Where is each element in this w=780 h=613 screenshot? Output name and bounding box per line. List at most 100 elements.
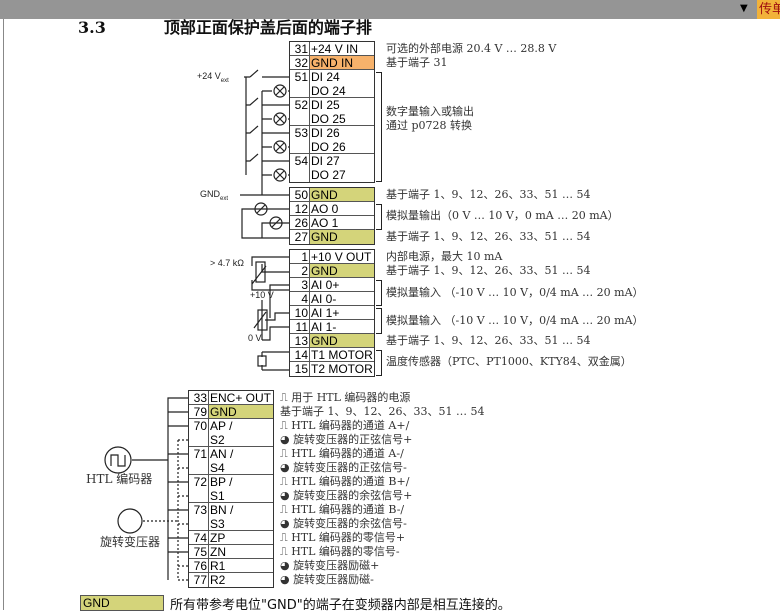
pulse-icon: ⎍ — [280, 503, 292, 516]
resistance-label: > 4.7 kΩ — [210, 258, 244, 268]
page-border — [3, 19, 4, 610]
pulse-icon: ⎍ — [280, 545, 292, 558]
description-text: 旋转变压器励磁+ — [293, 559, 380, 572]
terminal-row: DO 26 — [290, 140, 374, 154]
terminal-label: AI 0+ — [309, 278, 374, 292]
terminal-number: 75 — [193, 545, 207, 559]
terminal-number: 71 — [193, 447, 207, 461]
terminal-number: 50 — [294, 188, 308, 202]
terminal-description: 温度传感器（PTC、PT1000、KTY84、双金属） — [386, 355, 632, 368]
terminal-label: T2 MOTOR — [309, 362, 373, 376]
terminal-description: 通过 p0728 转换 — [386, 119, 473, 132]
terminal-label: R2 — [208, 573, 273, 587]
terminal-label: DO 25 — [309, 112, 374, 126]
terminal-description: ◕ 旋转变压器励磁+ — [280, 559, 379, 573]
terminal-number: 27 — [294, 230, 308, 244]
terminal-label: S2 — [208, 433, 273, 447]
terminal-number: 54 — [294, 154, 308, 168]
terminal-label: S1 — [208, 489, 273, 503]
terminal-row: S1 — [189, 489, 273, 503]
description-text: 旋转变压器的正弦信号+ — [293, 433, 413, 446]
terminal-number: 73 — [193, 503, 207, 517]
terminal-description: ⎍ HTL 编码器的零信号- — [280, 545, 400, 559]
terminal-label: GND — [309, 188, 374, 202]
terminal-row: 1+10 V OUT — [290, 250, 374, 264]
terminal-label: S4 — [208, 461, 273, 475]
terminal-number: 1 — [301, 250, 308, 264]
description-text: HTL 编码器的零信号- — [291, 545, 400, 558]
pulse-icon: ⎍ — [280, 419, 292, 432]
terminal-number: 51 — [294, 70, 308, 84]
terminal-description: 内部电源，最大 10 mA — [386, 250, 503, 263]
bracket — [376, 204, 382, 230]
terminal-number: 26 — [294, 216, 308, 230]
terminal-number: 53 — [294, 126, 308, 140]
terminal-label: AI 1+ — [309, 306, 374, 320]
pulse-icon: ⎍ — [280, 475, 292, 488]
terminal-label: +24 V IN — [309, 42, 374, 56]
terminal-label: DI 26 — [309, 126, 374, 140]
terminal-description: 模拟量输入 （-10 V … 10 V，0/4 mA … 20 mA） — [386, 314, 644, 327]
resolver-icon: ◕ — [280, 489, 294, 502]
terminal-description: ◕ 旋转变压器的正弦信号+ — [280, 433, 412, 447]
terminal-description: ◕ 旋转变压器的余弦信号+ — [280, 489, 412, 503]
terminal-description: 基于端子 31 — [386, 56, 448, 69]
terminal-label: ENC+ OUT — [208, 391, 272, 405]
pulse-icon: ⎍ — [280, 391, 292, 404]
terminal-description: ⎍ 用于 HTL 编码器的电源 — [280, 391, 410, 405]
terminal-row: DO 24 — [290, 84, 374, 98]
description-text: 旋转变压器的余弦信号- — [293, 517, 407, 530]
terminal-description: ◕ 旋转变压器的余弦信号- — [280, 517, 407, 531]
dropdown-arrow-icon[interactable]: ▼ — [740, 3, 748, 14]
terminal-description: ⎍ HTL 编码器的通道 A-/ — [280, 447, 404, 461]
terminal-label: AO 0 — [309, 202, 374, 216]
terminal-label: T1 MOTOR — [309, 348, 373, 362]
terminal-number: 72 — [193, 475, 207, 489]
terminal-description: ⎍ HTL 编码器的通道 B-/ — [280, 503, 404, 517]
terminal-number: 13 — [294, 334, 308, 348]
terminal-label: DI 27 — [309, 154, 374, 168]
pulse-icon: ⎍ — [280, 531, 292, 544]
terminal-label: GND IN — [309, 56, 374, 70]
terminal-row: DO 27 — [290, 168, 374, 182]
terminal-number: 52 — [294, 98, 308, 112]
gnd-legend-swatch: GND — [80, 595, 164, 611]
terminal-row: S2 — [189, 433, 273, 447]
description-text: HTL 编码器的零信号+ — [291, 531, 406, 544]
toolbar-tab[interactable]: 传单 — [757, 0, 780, 19]
gnd-ext-label: GNDext — [200, 189, 229, 202]
bracket — [376, 72, 382, 182]
terminal-description: 模拟量输出（0 V … 10 V，0 mA … 20 mA） — [386, 209, 619, 222]
terminal-label: S3 — [208, 517, 273, 531]
terminal-number: 31 — [294, 42, 308, 56]
terminal-label: ZN — [208, 545, 273, 559]
terminal-label: DO 26 — [309, 140, 374, 154]
terminal-description: 模拟量输入 （-10 V … 10 V，0/4 mA … 20 mA） — [386, 286, 644, 299]
terminal-description: 数字量输入或输出 — [386, 105, 474, 118]
zero-v-label: 0 V — [248, 333, 262, 343]
v24-ext-label: +24 Vext — [197, 71, 229, 84]
terminal-label: R1 — [208, 559, 273, 573]
bracket — [376, 350, 382, 376]
terminal-number: 74 — [193, 531, 207, 545]
terminal-label: DO 24 — [309, 84, 374, 98]
terminal-number: 2 — [301, 264, 308, 278]
